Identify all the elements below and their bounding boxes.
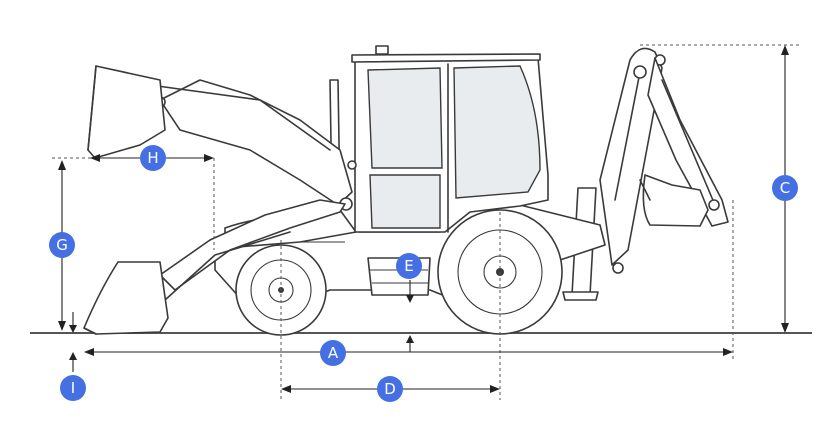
loader-boom-raised <box>159 79 353 206</box>
badge-a-label: A <box>328 344 339 362</box>
dipper-cylinder <box>661 79 716 206</box>
mirror <box>347 160 357 170</box>
backhoe-boom <box>599 47 663 266</box>
badge-g-circle <box>49 232 75 258</box>
loader-link-raised <box>149 84 331 151</box>
dimension-i <box>69 312 77 372</box>
badge-e-circle <box>396 253 422 279</box>
operator-cab <box>347 45 549 233</box>
badge-c-label: C <box>780 179 790 197</box>
badge-g-label: G <box>56 236 68 254</box>
dimension-g-arrow-bottom <box>58 321 66 331</box>
badge-e: E <box>396 253 422 279</box>
badge-i-label: I <box>71 379 75 397</box>
bucket-raised-lip <box>87 65 97 151</box>
dimension-g-arrow-top <box>58 160 66 170</box>
badge-a: A <box>320 340 346 366</box>
dimension-c-arrow-bottom <box>781 323 789 333</box>
boom-pivot-top <box>633 65 647 79</box>
clearance-arrow <box>406 335 414 343</box>
dimension-i-arrow-down <box>69 325 77 333</box>
badge-c-circle <box>772 175 798 201</box>
dimension-d-arrow-right <box>490 385 500 393</box>
dimension-e-arrow <box>406 295 414 303</box>
loader-arm-lowered <box>83 199 346 335</box>
dimension-c-arrow-top <box>781 45 789 55</box>
boom-cylinder <box>614 71 641 201</box>
bucket-lowered-edge <box>83 327 97 335</box>
badge-e-label: E <box>404 257 413 275</box>
reference-lines <box>52 44 800 400</box>
badge-h-label: H <box>147 149 158 167</box>
clearance-marker <box>406 335 414 352</box>
loader-bucket-raised <box>87 65 166 159</box>
cab-front-window <box>367 67 443 169</box>
bucket-pivot <box>708 199 720 211</box>
dimension-i-arrow-up <box>69 352 77 360</box>
dimension-a-arrow-left <box>84 348 94 356</box>
stabilizer-foot <box>562 291 599 301</box>
cab-roof <box>351 53 541 63</box>
loader-bucket-lowered <box>83 261 169 335</box>
badge-h-circle <box>140 145 166 171</box>
dimension-a <box>84 348 733 356</box>
badge-d: D <box>377 376 403 402</box>
loader-link-lowered <box>164 231 291 301</box>
cab-door-lower <box>369 174 441 229</box>
badge-d-circle <box>377 376 403 402</box>
stabilizer-pivot <box>612 262 624 274</box>
loader-arm-raised <box>87 65 353 211</box>
beacon <box>375 45 389 55</box>
dimension-d-arrow-left <box>281 385 291 393</box>
badge-c: C <box>772 175 798 201</box>
badge-d-label: D <box>384 380 396 398</box>
cab-side-window <box>453 65 541 199</box>
dimension-h-arrow-left <box>90 154 100 162</box>
badge-g: G <box>49 232 75 258</box>
bucket-link <box>639 179 651 201</box>
dimension-e <box>406 280 414 303</box>
badge-i: I <box>60 375 86 401</box>
backhoe-arm <box>562 47 729 301</box>
badge-h: H <box>140 145 166 171</box>
dimension-h-arrow-right <box>204 154 214 162</box>
loader-boom-lowered <box>159 199 346 291</box>
badge-i-circle <box>60 375 86 401</box>
badge-a-circle <box>320 340 346 366</box>
dimension-a-arrow-right <box>723 348 733 356</box>
